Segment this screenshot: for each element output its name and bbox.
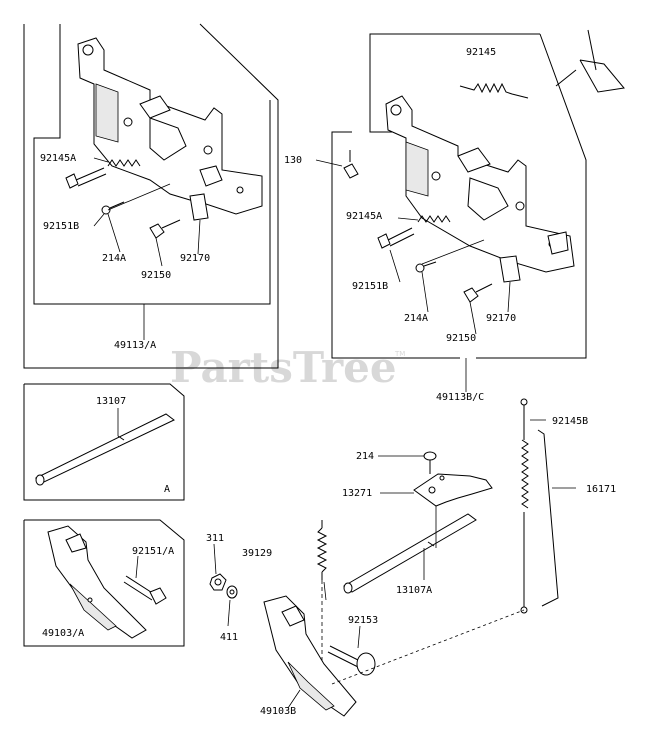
label-92145-top: 92145: [466, 47, 496, 58]
label-16171: 16171: [586, 484, 616, 495]
shaft-box: [23, 383, 185, 501]
bracket-92170-right: [499, 255, 521, 283]
shaft-13107a: [343, 513, 477, 594]
label-49113bc: 49113B/C: [436, 392, 484, 403]
box-top-right-b: [476, 33, 587, 359]
label-92145a-right: 92145A: [346, 211, 382, 222]
label-92151b-right: 92151B: [352, 281, 388, 292]
bolt-92153: [327, 645, 376, 676]
box-top-right-d: [369, 100, 392, 133]
label-92150-right: 92150: [446, 333, 476, 344]
label-a-box: A: [164, 484, 170, 495]
label-92145a-left: 92145A: [40, 153, 76, 164]
label-92151a: 92151/A: [132, 546, 174, 557]
lever-49103b: [263, 595, 357, 717]
spring-92145-top: [459, 82, 529, 99]
bolt-92151b-left: [65, 167, 107, 189]
screw-214a-right: [415, 261, 437, 273]
washer-411: [226, 585, 238, 599]
label-39129: 39129: [242, 548, 272, 559]
label-92170-left: 92170: [180, 253, 210, 264]
inner-box-left: [33, 24, 271, 305]
plate-13271: [413, 473, 493, 507]
spring-92145a-left: [107, 159, 141, 167]
label-13271: 13271: [342, 488, 372, 499]
label-92151b-left: 92151B: [43, 221, 79, 232]
outer-bracket-left: [23, 23, 279, 369]
screw-214: [423, 451, 437, 474]
bolt-130: [343, 150, 359, 179]
spring-92145a-right: [417, 215, 451, 223]
choke-wire-top: [555, 29, 625, 93]
bolt-92151a: [123, 575, 167, 605]
label-411: 411: [220, 632, 238, 643]
label-13107a: 13107A: [396, 585, 432, 596]
label-214: 214: [356, 451, 374, 462]
label-13107: 13107: [96, 396, 126, 407]
label-311: 311: [206, 533, 224, 544]
label-92170-right: 92170: [486, 313, 516, 324]
bolt-92150-left: [149, 219, 181, 239]
assembly-49113bc-group: [315, 29, 625, 392]
assembly-49113a-group: [23, 23, 279, 369]
label-130: 130: [284, 155, 302, 166]
spring-39129: [316, 520, 328, 668]
box-top-right-c: [331, 131, 460, 359]
label-49103b: 49103B: [260, 706, 296, 717]
label-214a-left: 214A: [102, 253, 126, 264]
label-49103a: 49103/A: [42, 628, 84, 639]
lever-box: [23, 519, 185, 647]
label-92150-left: 92150: [141, 270, 171, 281]
screw-214a-left: [101, 201, 125, 215]
control-plate-right: [385, 95, 575, 273]
box-top-right-a: [369, 33, 540, 100]
label-49113a: 49113/A: [114, 340, 156, 351]
bracket-92170-left: [189, 193, 209, 221]
shaft-13107: [34, 413, 175, 486]
lever-49103a-group: [23, 519, 185, 647]
control-plate-left: [77, 37, 263, 215]
label-214a-right: 214A: [404, 313, 428, 324]
bolt-92150-right: [463, 283, 493, 303]
watermark-tm: TM: [394, 350, 405, 358]
bolt-92151b-right: [377, 227, 415, 249]
shaft-13107-group: [23, 383, 185, 501]
rod-16171: [537, 429, 559, 607]
nut-311: [209, 573, 227, 591]
spring-92145b: [520, 398, 529, 614]
lever-49103a: [47, 525, 147, 639]
label-92145b: 92145B: [552, 416, 588, 427]
label-92153: 92153: [348, 615, 378, 626]
